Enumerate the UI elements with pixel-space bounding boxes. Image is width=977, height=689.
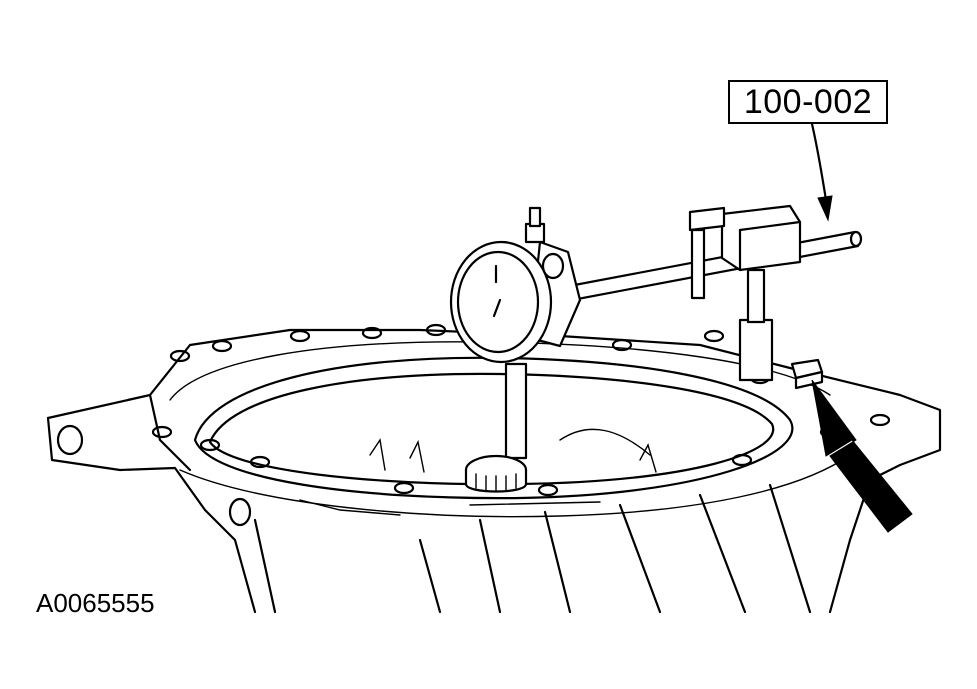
bolt-holes (151, 323, 891, 497)
indicator-holder-arm (546, 204, 863, 306)
pointer-arrow (811, 379, 913, 533)
tool-number-label: 100-002 (728, 80, 888, 124)
magnetic-base-post (738, 268, 774, 382)
tool-leader-line (810, 122, 833, 222)
figure-id-label: A0065555 (36, 588, 155, 618)
dial-indicator (449, 206, 582, 493)
rear-bolt (790, 358, 824, 390)
